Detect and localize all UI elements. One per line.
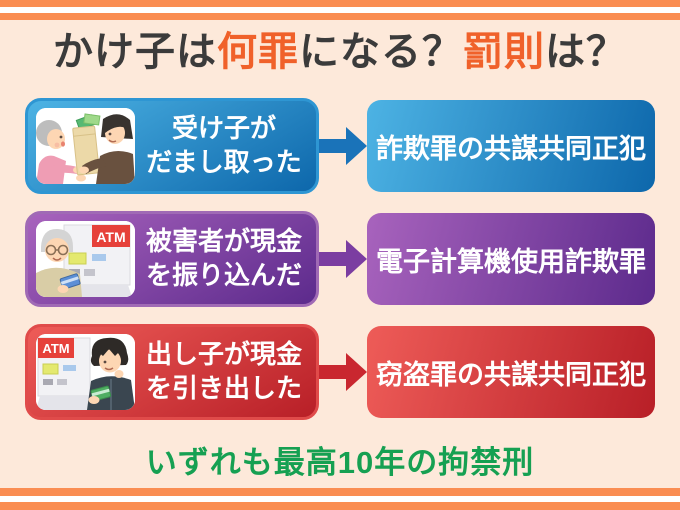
result-box-computer-fraud: 電子計算機使用詐欺罪 — [367, 213, 655, 305]
cause-line1: 被害者が現金 — [145, 226, 302, 257]
cause-line1: 出し子が現金 — [145, 339, 302, 370]
page-title: かけ子は何罪になる？罰則は？ — [0, 28, 680, 76]
bottom-border-stripes — [0, 488, 680, 510]
cause-line2: だまし取った — [146, 147, 302, 177]
result-box-fraud: 詐欺罪の共謀共同正犯 — [367, 100, 655, 192]
atm-sign — [38, 338, 74, 358]
atm-sign-label: ATM — [42, 341, 69, 356]
cause-line1: 受け子が — [171, 113, 276, 144]
atm-sign-label: ATM — [96, 229, 125, 245]
title-accent-penalty: 罰則 — [463, 30, 545, 74]
flow-rows: 受け子が だまし取った 詐欺罪の共謀共同正犯 ATM — [25, 98, 655, 420]
recipient-taking-cash-illustration — [36, 108, 135, 184]
withdrawer-at-atm-illustration: ATM — [36, 334, 135, 410]
arrow-right-icon — [319, 98, 367, 194]
title-text: かけ子は — [53, 30, 217, 74]
man-suit — [96, 150, 135, 184]
cause-text: 出し子が現金 を引き出した — [136, 327, 312, 417]
elderly-body — [36, 267, 82, 297]
result-box-theft: 窃盗罪の共謀共同正犯 — [367, 326, 655, 418]
victim-at-atm-illustration: ATM — [36, 221, 135, 297]
elderly-man-atm-icon: ATM — [36, 221, 135, 297]
top-border-stripes — [0, 0, 680, 20]
row-fraud: 受け子が だまし取った 詐欺罪の共謀共同正犯 — [25, 98, 655, 194]
bank-card-icon — [59, 273, 81, 290]
cause-box-recipient: 受け子が だまし取った — [25, 98, 319, 194]
footer-penalty-note: いずれも最高10年の拘禁刑 — [145, 445, 535, 480]
cause-line2: を引き出した — [145, 373, 302, 403]
young-man-atm-icon: ATM — [36, 334, 135, 410]
title-text: は？ — [545, 30, 627, 74]
title-text: になる？ — [299, 30, 463, 74]
arrow-right-icon — [319, 211, 367, 307]
cause-text: 受け子が だまし取った — [136, 101, 312, 191]
row-theft: ATM — [25, 324, 655, 420]
handing-envelope-icon — [36, 108, 135, 184]
cause-text: 被害者が現金 を振り込んだ — [136, 214, 312, 304]
title-accent-crime: 何罪 — [217, 30, 299, 74]
cause-box-withdrawer: ATM — [25, 324, 319, 420]
arrow-right-icon — [319, 324, 367, 420]
cause-line2: を振り込んだ — [145, 260, 302, 290]
row-computer-fraud: ATM — [25, 211, 655, 307]
atm-sign — [92, 225, 130, 247]
cause-box-victim: ATM — [25, 211, 319, 307]
